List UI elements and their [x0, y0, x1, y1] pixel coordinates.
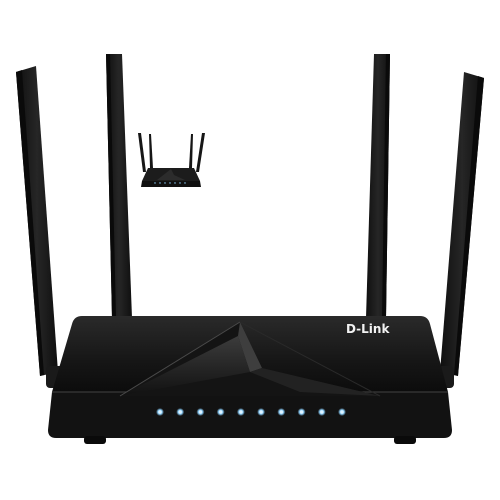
lan4-icon [317, 408, 326, 416]
power-icon [156, 408, 164, 416]
lan3-icon [297, 408, 306, 416]
lan1-icon [216, 408, 225, 416]
antenna-far-right [440, 72, 484, 376]
signal-icon [338, 408, 346, 416]
antenna-inner-left [106, 54, 132, 318]
wps-icon [196, 408, 205, 416]
wifi-5g-icon [277, 408, 286, 416]
brand-logo: D-Link [346, 322, 390, 336]
antenna-far-left [16, 66, 58, 376]
router-ridge-design [119, 321, 381, 397]
antenna-inner-right [366, 54, 390, 318]
router-thumbnail [138, 133, 205, 187]
lan2-icon [236, 408, 245, 416]
wifi-icon [257, 408, 266, 416]
internet-icon [176, 408, 185, 416]
status-led-row [156, 408, 346, 416]
